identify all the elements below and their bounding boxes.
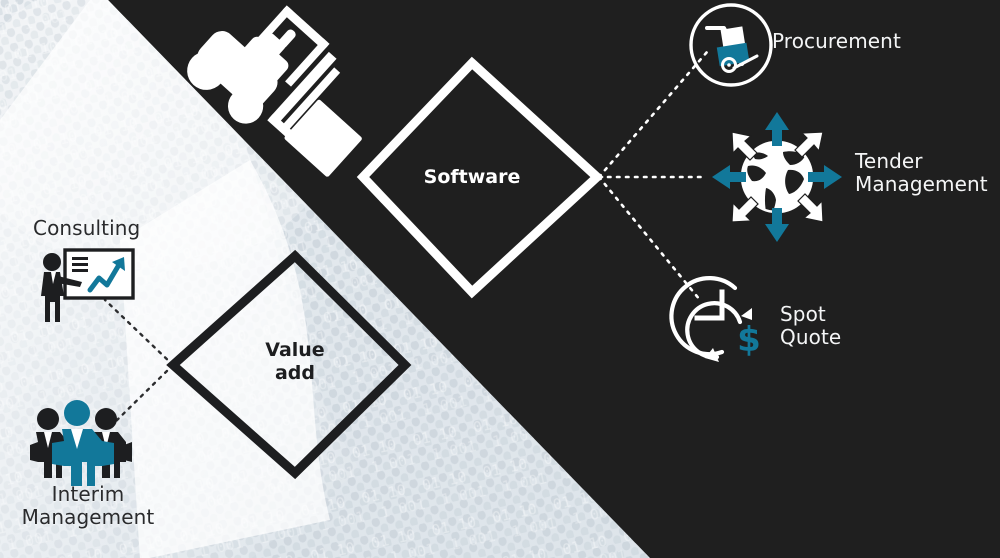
- consulting-label: Consulting: [33, 216, 141, 240]
- spot-quote-label: Spot Quote: [780, 302, 842, 350]
- interim-management-label: Interim Management: [21, 482, 155, 530]
- procurement-label: Procurement: [772, 29, 901, 53]
- value-add-label: Value add: [265, 339, 325, 384]
- software-label: Software: [423, 166, 521, 188]
- tender-management-label: Tender Management: [855, 149, 988, 197]
